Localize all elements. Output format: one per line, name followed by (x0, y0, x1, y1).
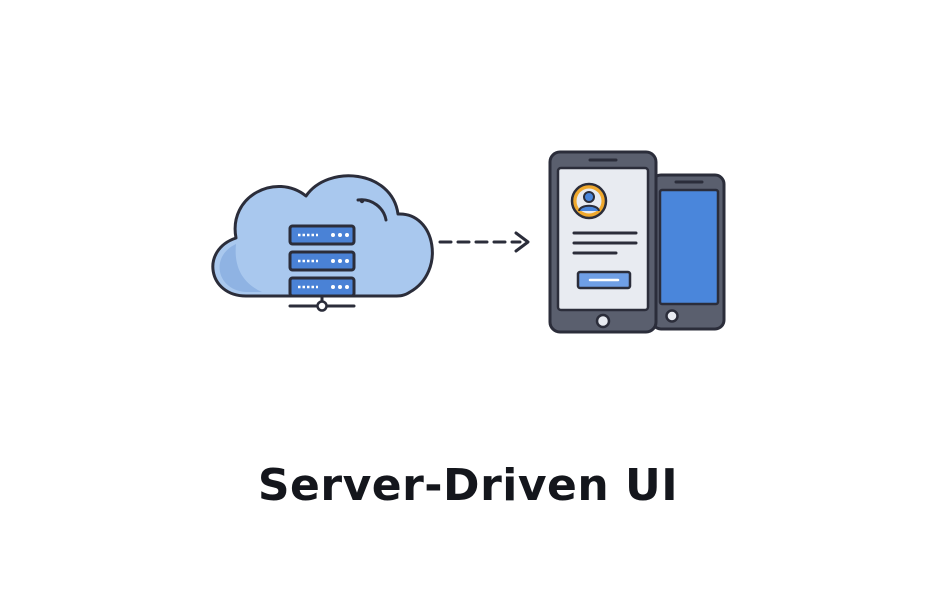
content-text-lines (572, 231, 638, 255)
diagram-caption: Server-Driven UI (257, 460, 679, 511)
back-smartphone-icon (650, 173, 726, 331)
front-smartphone-icon (548, 150, 658, 334)
server-rack-icon (288, 224, 356, 312)
screen-button (576, 270, 632, 290)
user-avatar-icon (570, 182, 608, 220)
dashed-arrow-icon (438, 231, 530, 253)
